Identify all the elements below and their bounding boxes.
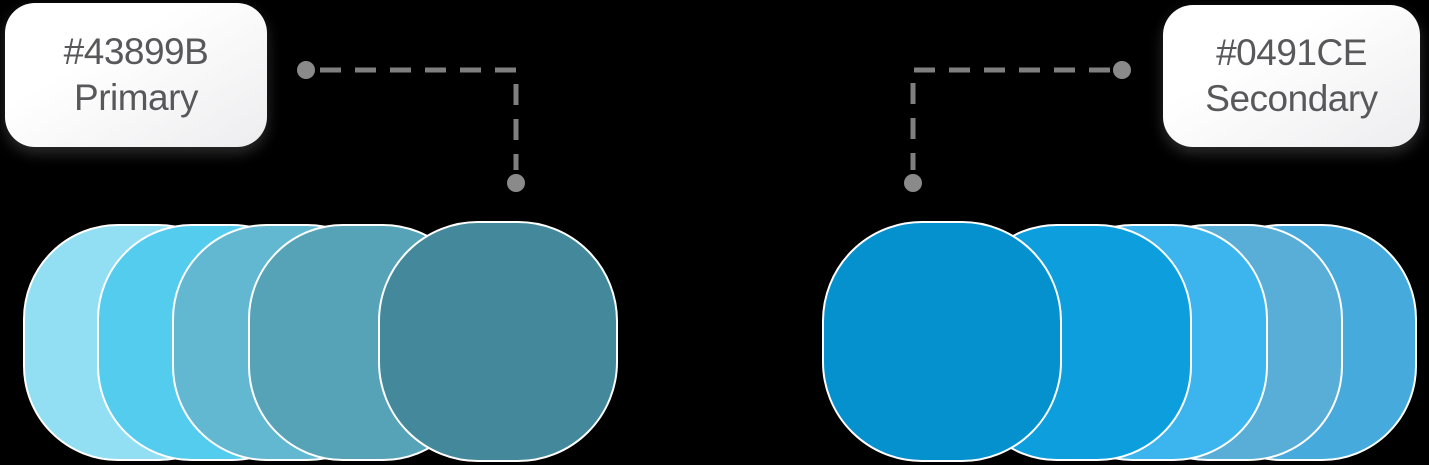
primary-connector-start-dot-icon xyxy=(297,61,315,79)
secondary-connector-line xyxy=(910,67,1110,170)
primary-name-label: Primary xyxy=(74,77,198,118)
primary-color-callout: #43899B Primary xyxy=(5,3,267,147)
primary-hex-label: #43899B xyxy=(63,31,209,72)
secondary-connector-end-dot-icon xyxy=(904,174,922,192)
secondary-swatch-base xyxy=(822,221,1062,462)
primary-connector-end-dot-icon xyxy=(507,174,525,192)
secondary-connector-start-dot-icon xyxy=(1113,61,1131,79)
primary-connector-line xyxy=(320,67,519,170)
secondary-color-callout: #0491CE Secondary xyxy=(1163,5,1420,147)
secondary-name-label: Secondary xyxy=(1205,78,1378,119)
primary-swatch-base xyxy=(378,221,618,462)
secondary-hex-label: #0491CE xyxy=(1216,32,1367,73)
